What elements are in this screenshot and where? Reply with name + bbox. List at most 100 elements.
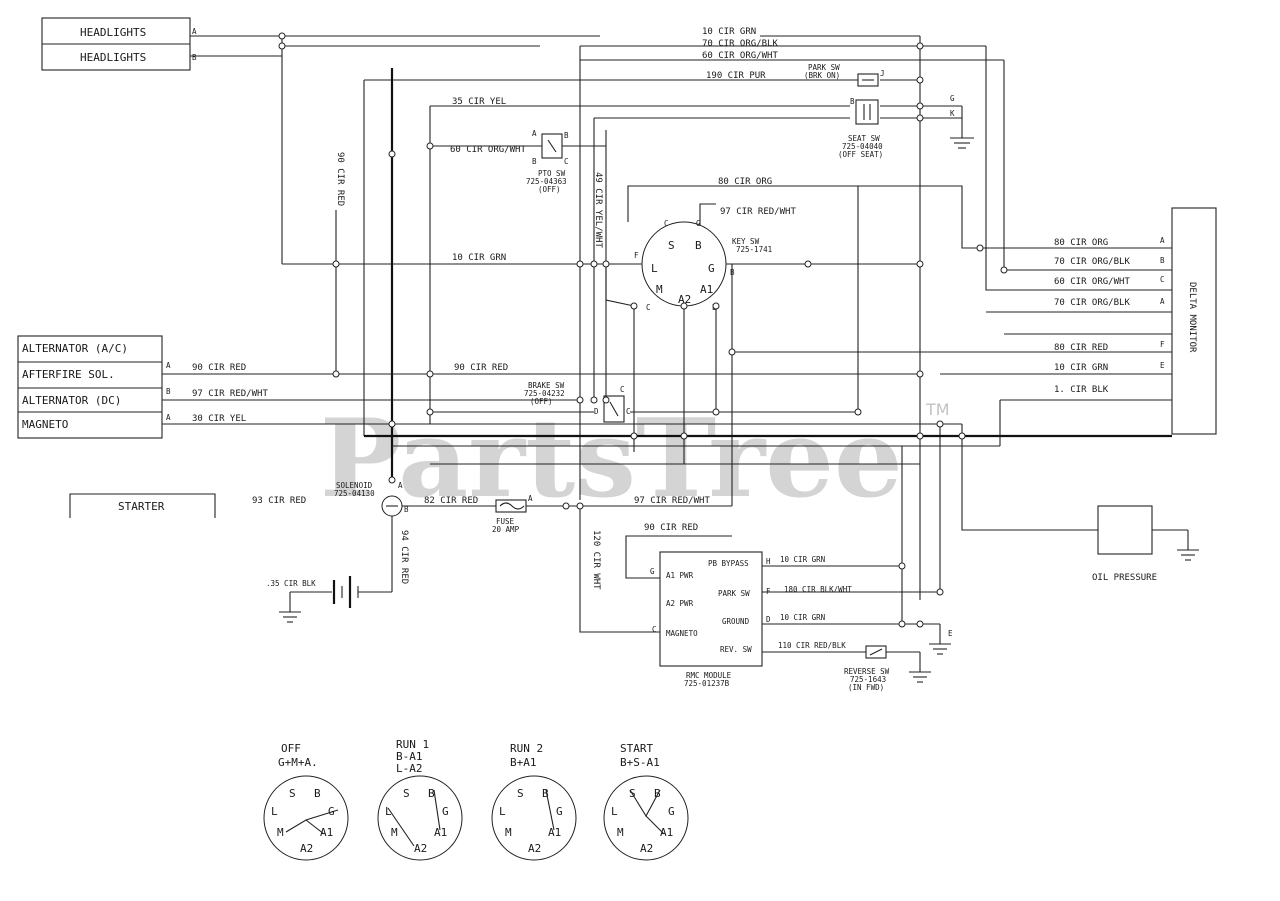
wire-label: 10 CIR GRN xyxy=(780,613,825,622)
wire-label: 94 CIR RED xyxy=(399,530,409,584)
key-position-start: START B+S-A1 S B L G M A1 A2 xyxy=(603,742,689,861)
svg-text:RUN 2: RUN 2 xyxy=(510,742,543,755)
wire-label: 10 CIR GRN xyxy=(1054,363,1108,373)
rmc-wiring xyxy=(579,506,951,683)
svg-text:C: C xyxy=(626,407,631,416)
svg-text:PARK SW: PARK SW xyxy=(718,589,750,598)
svg-text:B: B xyxy=(730,268,735,277)
svg-text:A1 PWR: A1 PWR xyxy=(666,571,694,580)
wire-label: 80 CIR ORG xyxy=(1054,238,1108,248)
svg-text:B: B xyxy=(1160,256,1165,265)
wire-label: 82 CIR RED xyxy=(424,496,478,506)
svg-text:C: C xyxy=(652,625,657,634)
wire-label: 97 CIR RED/WHT xyxy=(720,207,796,217)
pin-label: B xyxy=(192,53,197,62)
svg-text:A1: A1 xyxy=(320,826,333,839)
svg-text:A2: A2 xyxy=(300,842,313,855)
svg-text:A2: A2 xyxy=(414,842,427,855)
alternator-dc-label: ALTERNATOR (DC) xyxy=(22,394,121,407)
svg-text:SEAT SW: SEAT SW xyxy=(848,134,880,143)
wire-label: 60 CIR ORG/WHT xyxy=(1054,277,1130,287)
svg-text:H: H xyxy=(766,557,771,566)
wire-label: 190 CIR PUR xyxy=(706,71,766,81)
oil-pressure-sensor: OIL PRESSURE xyxy=(1092,505,1199,583)
svg-text:A: A xyxy=(532,129,537,138)
svg-text:MAGNETO: MAGNETO xyxy=(666,629,698,638)
svg-text:REV. SW: REV. SW xyxy=(720,645,752,654)
svg-text:PTO SW: PTO SW xyxy=(538,169,566,178)
svg-text:B: B xyxy=(695,239,702,252)
wire-label: 97 CIR RED/WHT xyxy=(634,496,710,506)
svg-text:S: S xyxy=(289,787,296,800)
wire-label: 180 CIR BLK/WHT xyxy=(784,585,852,594)
wire-label: 110 CIR RED/BLK xyxy=(778,641,846,650)
svg-text:(BRK ON): (BRK ON) xyxy=(804,71,840,80)
svg-text:D: D xyxy=(594,407,599,416)
svg-text:A2: A2 xyxy=(640,842,653,855)
svg-text:725-04363: 725-04363 xyxy=(526,177,567,186)
headlights-box: HEADLIGHTS HEADLIGHTS xyxy=(41,17,191,71)
pin-label: B xyxy=(166,387,171,396)
svg-text:PB BYPASS: PB BYPASS xyxy=(708,559,749,568)
svg-text:725-1643: 725-1643 xyxy=(850,675,886,684)
svg-text:L: L xyxy=(385,805,392,818)
key-position-run2: RUN 2 B+A1 S B L G M A1 A2 xyxy=(491,742,577,861)
svg-text:(OFF): (OFF) xyxy=(538,185,561,194)
wire-label: 1. CIR BLK xyxy=(1054,385,1109,395)
svg-text:B: B xyxy=(428,787,435,800)
rmc-module: A1 PWR A2 PWR MAGNETO PB BYPASS PARK SW … xyxy=(650,551,953,688)
svg-text:M: M xyxy=(617,826,624,839)
svg-text:G: G xyxy=(650,567,655,576)
wire-label: 70 CIR ORG/BLK xyxy=(702,39,778,49)
svg-text:725-04040: 725-04040 xyxy=(842,142,883,151)
wire-label: 93 CIR RED xyxy=(252,496,306,506)
svg-text:B+S-A1: B+S-A1 xyxy=(620,756,660,769)
wire-label: 30 CIR YEL xyxy=(192,414,246,424)
svg-text:M: M xyxy=(391,826,398,839)
delta-monitor-pins: A B C A F E xyxy=(1160,236,1165,370)
svg-text:F: F xyxy=(1160,340,1165,349)
starter-label: STARTER xyxy=(118,500,165,513)
afterfire-sol-label: AFTERFIRE SOL. xyxy=(22,368,115,381)
oil-pressure-label: OIL PRESSURE xyxy=(1092,573,1157,583)
svg-text:G: G xyxy=(556,805,563,818)
brake-switch: BRAKE SW 725-04232 (OFF) C D C xyxy=(524,381,631,423)
svg-text:J: J xyxy=(880,69,885,78)
svg-text:A: A xyxy=(1160,236,1165,245)
junctions xyxy=(278,32,1008,628)
svg-text:REVERSE SW: REVERSE SW xyxy=(844,667,890,676)
svg-text:F: F xyxy=(634,251,639,260)
svg-text:A2 PWR: A2 PWR xyxy=(666,599,694,608)
key-position-off: OFF G+M+A. S B L G M A1 A2 xyxy=(263,742,349,861)
svg-text:A1: A1 xyxy=(660,826,673,839)
svg-text:M: M xyxy=(656,283,663,296)
svg-text:GROUND: GROUND xyxy=(722,617,750,626)
svg-text:B-A1: B-A1 xyxy=(396,750,423,763)
svg-text:KEY SW: KEY SW xyxy=(732,237,760,246)
wire-label: 70 CIR ORG/BLK xyxy=(1054,257,1130,267)
svg-text:S: S xyxy=(668,239,675,252)
watermark-tm: TM xyxy=(925,400,950,419)
svg-text:G: G xyxy=(328,805,335,818)
svg-text:(OFF SEAT): (OFF SEAT) xyxy=(838,150,883,159)
wire-label: 60 CIR ORG/WHT xyxy=(450,145,526,155)
fuse: A FUSE 20 AMP xyxy=(492,494,533,534)
pin-label: A xyxy=(166,361,171,370)
wire-label: 90 CIR RED xyxy=(192,363,246,373)
svg-text:725-04130: 725-04130 xyxy=(334,489,375,498)
svg-text:S: S xyxy=(517,787,524,800)
wire-label: 60 CIR ORG/WHT xyxy=(702,51,778,61)
svg-text:725-04232: 725-04232 xyxy=(524,389,565,398)
svg-text:725-1741: 725-1741 xyxy=(736,245,772,254)
wire-label: 49 CIR YEL/WHT xyxy=(593,172,603,248)
svg-text:20 AMP: 20 AMP xyxy=(492,525,520,534)
svg-text:G: G xyxy=(708,262,715,275)
svg-text:M: M xyxy=(277,826,284,839)
svg-text:B: B xyxy=(542,787,549,800)
svg-text:M: M xyxy=(505,826,512,839)
svg-text:C: C xyxy=(664,219,669,228)
svg-text:L-A2: L-A2 xyxy=(396,762,423,775)
wire-label: 90 CIR RED xyxy=(335,152,345,206)
svg-text:B: B xyxy=(314,787,321,800)
svg-text:RMC MODULE: RMC MODULE xyxy=(686,671,732,680)
